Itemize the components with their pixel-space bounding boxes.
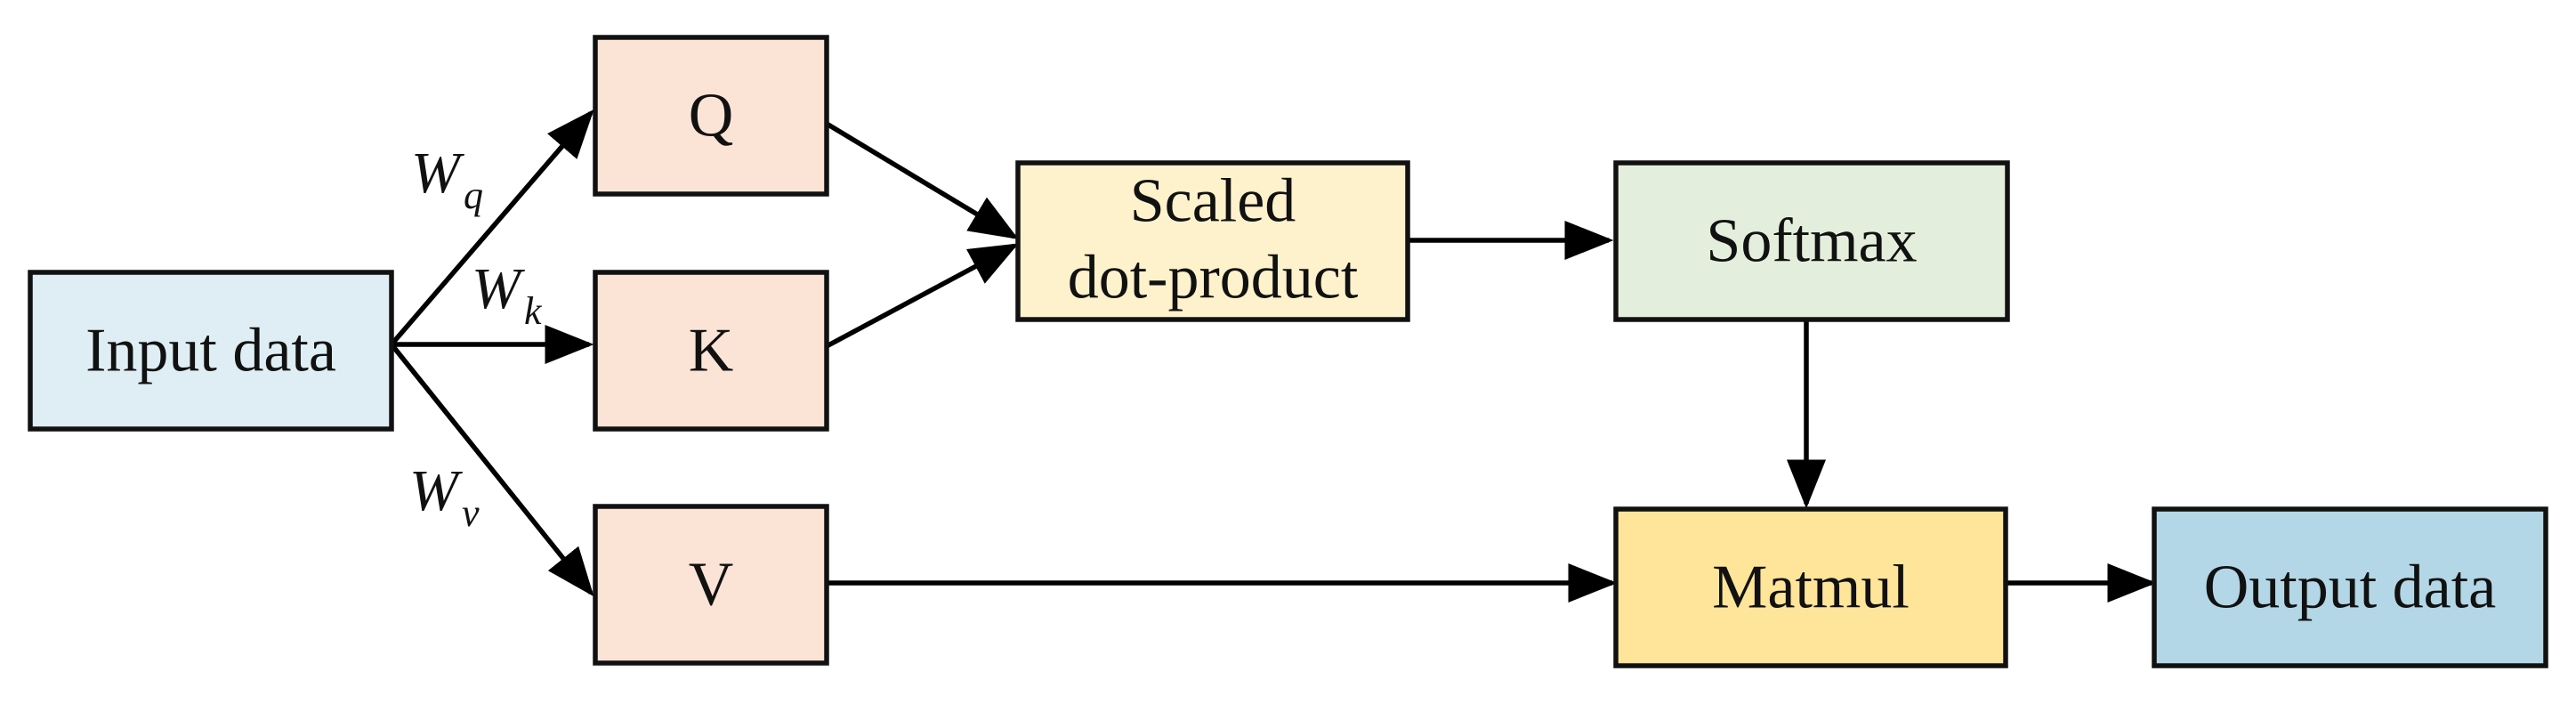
weight-label-wv: Wv bbox=[409, 458, 480, 535]
q-node: Q bbox=[593, 35, 829, 197]
matmul-label: Matmul bbox=[1712, 554, 1910, 622]
matmul-node: Matmul bbox=[1613, 506, 2008, 668]
scaled-dot-product-line2: dot-product bbox=[1068, 244, 1359, 312]
v-label: V bbox=[689, 551, 734, 619]
edges bbox=[389, 109, 2157, 603]
k-node: K bbox=[593, 270, 829, 432]
softmax-box bbox=[1613, 160, 2010, 322]
edge-k-to-scaled bbox=[825, 243, 1019, 349]
softmax-label: Softmax bbox=[1706, 207, 1917, 276]
matmul-box bbox=[1613, 506, 2008, 668]
q-label: Q bbox=[689, 82, 734, 150]
weight-label-wq: Wq bbox=[411, 141, 483, 217]
scaled-dot-product-node: Scaled dot-product bbox=[1015, 160, 1410, 322]
input-box bbox=[28, 270, 394, 432]
edge-q-to-scaled bbox=[825, 121, 1019, 239]
scaled-dot-product-line1: Scaled bbox=[1130, 167, 1296, 236]
k-label: K bbox=[689, 317, 734, 385]
k-box bbox=[593, 270, 829, 432]
softmax-node: Softmax bbox=[1613, 160, 2010, 322]
scaled-dot-product-box bbox=[1015, 160, 1410, 322]
edge-input-to-v bbox=[389, 343, 594, 597]
q-box bbox=[593, 35, 829, 197]
v-box bbox=[593, 504, 829, 666]
output-box bbox=[2152, 506, 2548, 668]
v-node: V bbox=[593, 504, 829, 666]
edge-input-to-q bbox=[389, 109, 594, 346]
input-label: Input data bbox=[85, 317, 336, 385]
weight-label-wk: Wk bbox=[472, 256, 543, 333]
input-node: Input data bbox=[28, 270, 394, 432]
output-node: Output data bbox=[2152, 506, 2548, 668]
output-label: Output data bbox=[2204, 554, 2497, 622]
